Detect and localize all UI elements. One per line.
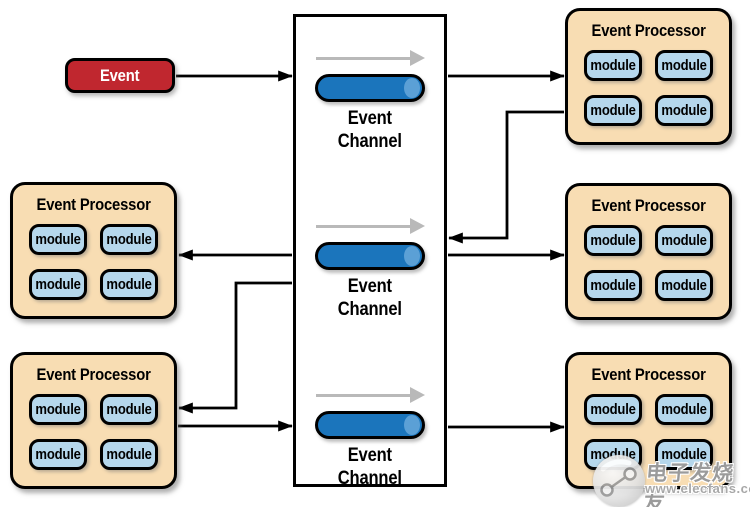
module: module — [655, 394, 714, 425]
processor-title: Event Processor — [591, 196, 706, 215]
processor-title: Event Processor — [36, 195, 151, 214]
module: module — [584, 95, 643, 126]
module: module — [584, 50, 643, 81]
event-processor-bottom-left: Event Processor module module module mod… — [10, 352, 177, 489]
flow-arrow-icon — [315, 50, 425, 66]
flow-arrow-icon — [315, 387, 425, 403]
channel-label: Event Channel — [338, 276, 402, 320]
event-channel-container: Event Channel Event Channel — [293, 14, 447, 490]
module-grid: module module module module — [29, 394, 159, 470]
module: module — [100, 439, 159, 470]
event-processor-middle-right: Event Processor module module module mod… — [565, 183, 732, 320]
event-processor-bottom-right: Event Processor module module module mod… — [565, 352, 732, 489]
module: module — [29, 439, 88, 470]
event-channel-1: Event Channel — [296, 50, 444, 153]
module-grid: module module module module — [584, 225, 714, 301]
channel-cylinder-icon — [315, 74, 425, 102]
module: module — [29, 394, 88, 425]
module: module — [29, 269, 88, 300]
event-channel-2: Event Channel — [296, 218, 444, 321]
module: module — [655, 439, 714, 470]
module: module — [29, 224, 88, 255]
event-box: Event — [65, 58, 175, 93]
module: module — [584, 270, 643, 301]
arrow-channel2-to-processor-bottom-left — [178, 281, 292, 414]
module: module — [100, 224, 159, 255]
module: module — [584, 394, 643, 425]
flow-arrow-icon — [315, 218, 425, 234]
event-label: Event — [100, 65, 140, 85]
processor-title: Event Processor — [591, 21, 706, 40]
cylinder-cap — [404, 415, 420, 435]
channel-label: Event Channel — [338, 108, 402, 152]
module: module — [655, 270, 714, 301]
event-processor-top-right: Event Processor module module module mod… — [565, 8, 732, 145]
module: module — [584, 225, 643, 256]
module: module — [655, 50, 714, 81]
module: module — [584, 439, 643, 470]
channel-cylinder-icon — [315, 242, 425, 270]
channel-cylinder-icon — [315, 411, 425, 439]
channel-label: Event Channel — [338, 445, 402, 489]
cylinder-cap — [404, 78, 420, 98]
module: module — [100, 269, 159, 300]
event-processor-middle-left: Event Processor module module module mod… — [10, 182, 177, 319]
event-channel-3: Event Channel — [296, 387, 444, 490]
module-grid: module module module module — [584, 50, 714, 126]
cylinder-cap — [404, 246, 420, 266]
module: module — [100, 394, 159, 425]
module-grid: module module module module — [29, 224, 159, 300]
module-grid: module module module module — [584, 394, 714, 470]
processor-title: Event Processor — [36, 365, 151, 384]
module: module — [655, 95, 714, 126]
processor-title: Event Processor — [591, 365, 706, 384]
arrow-processor-top-right-to-channel2 — [448, 110, 564, 244]
module: module — [655, 225, 714, 256]
